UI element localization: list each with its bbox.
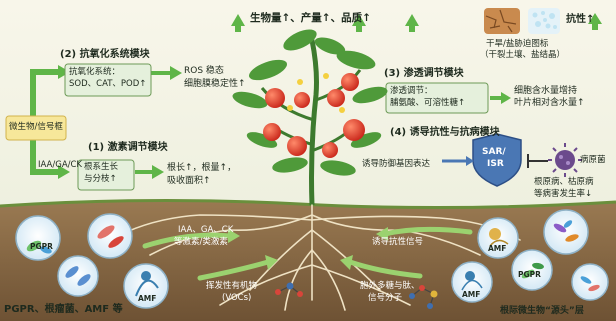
hormone-effect-line1: 根长↑，根量↑， [167, 163, 237, 173]
bacteria-icon-right-bottom [571, 263, 609, 301]
microbe-label-amf-left: AMF [138, 294, 157, 303]
tomato-plant [232, 29, 388, 206]
pathogen-label: 病原菌 [580, 155, 606, 165]
amf-microbe-icon-right-top [477, 217, 519, 259]
right-source-label: 根际微生物“源头”层 [500, 306, 584, 316]
dry-soil-icon [484, 8, 520, 34]
rhizobia-microbe-icon [57, 255, 99, 297]
osmotic-box-line2: 脯氨酸、可溶性糖↑ [390, 98, 466, 108]
hormones-signal-line1: IAA、GA、CK [178, 225, 234, 235]
resistance-label: 抗性↑ [566, 14, 595, 25]
soil-surface-grass [0, 198, 616, 210]
hormone-effect-line2: 吸收面积↑ [167, 176, 211, 186]
hormone-box-line2: 与分枝↑ [84, 174, 117, 184]
pathogen-icon [548, 143, 582, 177]
arrowhead [58, 65, 70, 79]
microbe-label-pgpr-left: PGPR [30, 242, 53, 251]
osmotic-effect-line1: 细胞含水量增持 [514, 86, 578, 96]
flow-arrows-left [30, 69, 63, 175]
antioxidant-module-title: (2) 抗氧化系统模块 [60, 49, 150, 60]
gene-expression-label: 诱导防御基因表达 [362, 159, 431, 169]
stress-label-line1: 干旱/盐胁迫图标 [486, 39, 549, 49]
hormone-box-line1: 根系生长 [84, 162, 119, 172]
rhizobia-microbe-icon [87, 213, 133, 259]
antioxidant-box [64, 63, 152, 97]
pathogen-effect-line1: 根原病、枯原病 [534, 177, 594, 187]
hormone-box [77, 159, 135, 191]
induced-signal-label: 诱导抗性信号 [372, 237, 424, 247]
shield-label-line1: SAR/ [482, 147, 506, 157]
vocs-label-line1: 挥发性有机物 [206, 281, 258, 291]
left-source-label: PGPR、根瘤菌、AMF 等 [4, 304, 123, 315]
shield-label-line2: ISR [487, 159, 504, 169]
osmotic-box-line1: 渗透调节： [390, 86, 433, 96]
hormone-input-label: IAA/GA/CK [38, 160, 83, 170]
antioxidant-box-line1: 抗氧化系统： [69, 67, 121, 77]
hormone-module-title: (1) 激素调节模块 [88, 142, 168, 153]
arrowhead [58, 165, 70, 179]
growth-outputs-label: 生物量↑、产量↑、品质↑ [250, 12, 371, 24]
amf-microbe-icon-right-bottom [451, 261, 493, 303]
osmotic-module-title: (3) 渗透调节模块 [384, 68, 464, 79]
signal-box [5, 115, 67, 141]
osmotic-box [385, 82, 489, 114]
osmotic-effect-line2: 叶片相对含水量↑ [514, 98, 585, 108]
antioxidant-box-line2: SOD、CAT、POD↑ [69, 79, 147, 89]
microbe-label-amf-right-top: AMF [488, 244, 507, 253]
amf-microbe-icon-left [123, 263, 169, 309]
defense-module-title: (4) 诱导抗性与抗病模块 [390, 127, 500, 138]
pathogen-effect-line2: 等病害发生率↓ [534, 189, 593, 199]
antioxidant-effect-line1: ROS 稳态 [184, 66, 224, 76]
stress-label-line2: （干裂土壤、盐结晶） [480, 50, 566, 60]
bacteria-icon-right [543, 209, 589, 255]
eps-label-line2: 信号分子 [368, 293, 403, 303]
salt-crystal-icon [528, 8, 560, 34]
microbe-label-pgpr-right: PGPR [518, 270, 541, 279]
hormones-signal-line2: 等激素/类激素 [174, 237, 228, 247]
pgpr-microbe-icon-left [15, 215, 61, 261]
microbe-label-amf-right-bottom: AMF [462, 290, 481, 299]
eps-label-line1: 胞外多糖与肽、 [360, 281, 420, 291]
molecule-icon [409, 285, 438, 309]
defense-shield-icon [472, 133, 522, 187]
arrowhead [152, 165, 164, 179]
growth-arrows [231, 14, 419, 32]
signal-box-label: 微生物/信号框 [9, 122, 63, 132]
pgpr-microbe-icon-right [511, 249, 553, 291]
antioxidant-effect-line2: 细胞膜稳定性↑ [184, 79, 246, 89]
molecule-icon [275, 282, 303, 297]
vocs-label-line2: (VOCs) [222, 293, 252, 303]
arrowhead [170, 66, 182, 80]
